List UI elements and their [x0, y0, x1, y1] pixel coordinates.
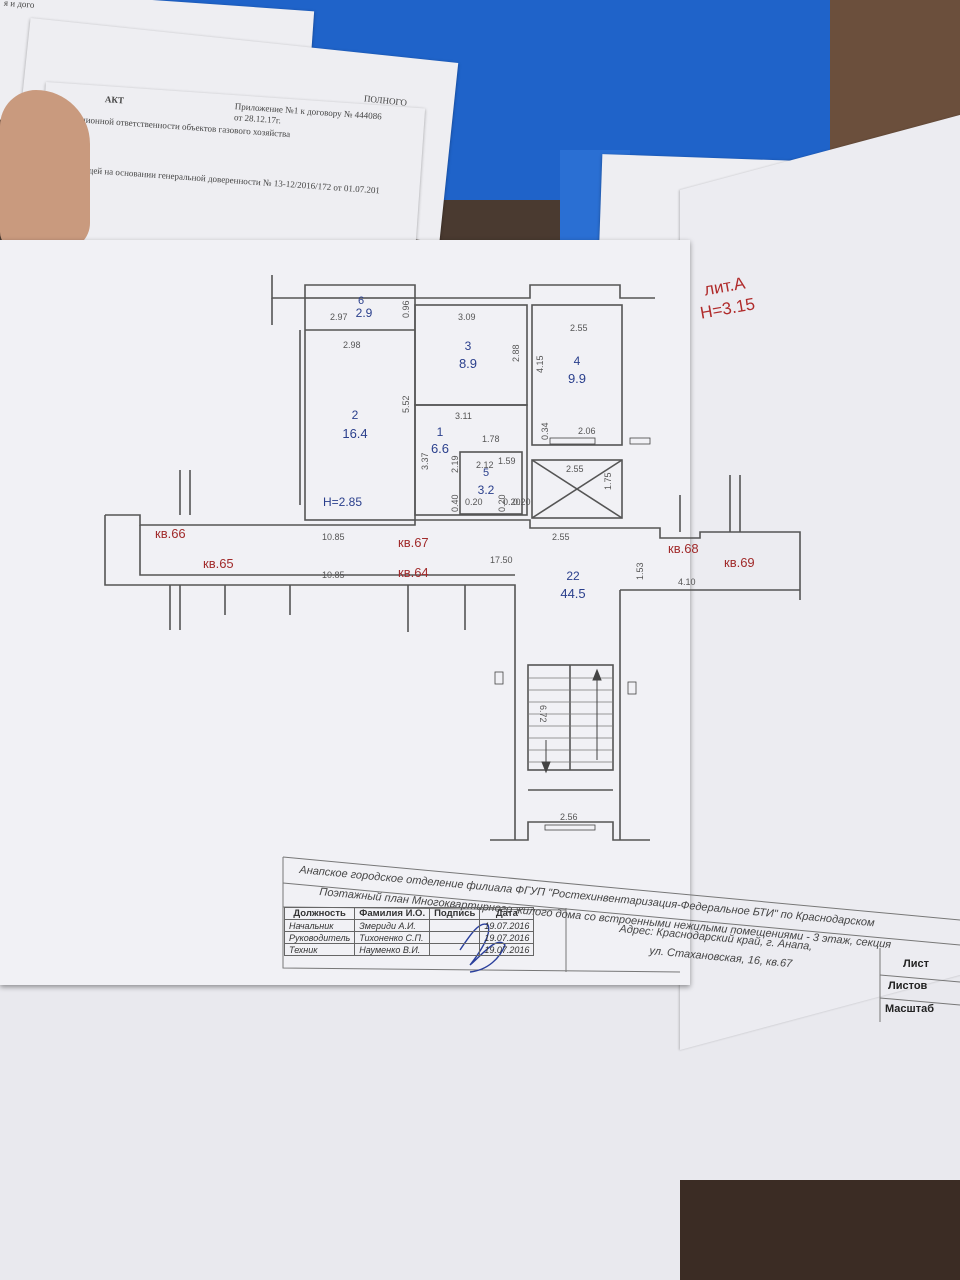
room-4-number: 4: [574, 354, 581, 368]
dim-label: 0.40: [450, 494, 460, 512]
position-cell: Техник: [283, 943, 356, 956]
signature-cell: [429, 943, 481, 956]
position-cell: Руководитель: [283, 931, 356, 944]
room-5-number: 5: [483, 467, 489, 479]
apartment-label: кв.66: [155, 526, 186, 541]
dim-label: 0.20: [513, 497, 531, 507]
col-header: Подпись: [429, 907, 481, 920]
room-height-label: Н=2.85: [323, 495, 362, 509]
room-1-area: 6.6: [431, 441, 449, 456]
date-cell: 19.07.2016: [479, 919, 535, 932]
dim-label: 0.20: [503, 497, 521, 507]
dim-label: 0.96: [401, 300, 411, 318]
dim-label: 2.19: [450, 455, 460, 473]
apartment-label: кв.64: [398, 565, 429, 580]
room-22-area: 44.5: [560, 586, 585, 601]
table-row: Руководитель Тихоненко С.П. 19.07.2016: [283, 931, 535, 944]
dim-label: 0.20: [497, 494, 507, 512]
dim-label: 2.06: [578, 426, 596, 436]
room-5-area: 3.2: [478, 483, 495, 497]
signatures-table: Должность Фамилия И.О. Подпись Дата Нача…: [283, 907, 535, 956]
dim-label: 10.85: [322, 532, 345, 542]
dim-label: 2.98: [343, 340, 361, 350]
dim-label: 0.20: [465, 497, 483, 507]
room-3-area: 8.9: [459, 356, 477, 371]
room-2-number: 2: [352, 408, 359, 422]
room-6-area: 2.9: [356, 306, 373, 320]
table-row: Начальник Змериди А.И. 19.07.2016: [283, 919, 535, 932]
table-corner: [680, 1180, 960, 1280]
sheet-label: Лист: [903, 958, 929, 970]
name-cell: Науменко В.И.: [354, 943, 431, 956]
stair-arrow-up-icon: [592, 668, 602, 760]
window-marks: [494, 437, 651, 831]
plan-sheet: [0, 240, 690, 985]
room-6-number: 6: [358, 295, 364, 307]
apartment-label: кв.65: [203, 556, 234, 571]
apartment-label: кв.67: [398, 535, 429, 550]
dim-label: 4.15: [535, 355, 545, 373]
dim-label: 3.11: [455, 411, 472, 421]
table-row: Техник Науменко В.И. 19.07.2016: [283, 943, 535, 956]
apartment-label: кв.68: [668, 541, 699, 556]
signature-cell: [429, 919, 481, 932]
dim-label: 2.55: [552, 532, 570, 542]
apartment-label: кв.69: [724, 555, 755, 570]
position-cell: Начальник: [283, 919, 356, 932]
col-header: Дата: [479, 907, 535, 920]
dim-label: 2.55: [566, 464, 584, 474]
room-22-number: 22: [566, 569, 580, 583]
dim-label: 2.97: [330, 312, 348, 322]
col-header: Должность: [283, 907, 356, 920]
room-1-number: 1: [437, 425, 444, 439]
signatures-header-row: Должность Фамилия И.О. Подпись Дата: [283, 907, 535, 920]
room-3-number: 3: [465, 339, 472, 353]
dim-label: 2.12: [476, 460, 494, 470]
dim-label: 0.34: [540, 422, 550, 440]
plan-walls: [104, 275, 801, 841]
dim-label: 5.52: [401, 395, 411, 413]
scale-label: Масштаб: [885, 1003, 935, 1015]
dim-label: 17.50: [490, 555, 513, 565]
dim-label: 1.75: [603, 472, 613, 490]
room-2-area: 16.4: [342, 426, 367, 441]
name-cell: Тихоненко С.П.: [354, 931, 431, 944]
dim-label: 4.10: [678, 577, 696, 587]
dim-label: 1.59: [498, 456, 516, 466]
dim-label: 2.88: [511, 344, 521, 362]
dim-label: 3.37: [420, 452, 430, 470]
col-header: Фамилия И.О.: [354, 907, 431, 920]
dim-label: 10.85: [322, 570, 345, 580]
dim-label: 2.55: [570, 323, 588, 333]
sheets-count-label: Листов: [888, 980, 928, 992]
dim-label: 2.56: [560, 812, 578, 822]
stair-arrow-down-icon: [541, 740, 551, 774]
hand: [0, 90, 90, 250]
dim-label: 1.53: [635, 562, 645, 580]
date-cell: 19.07.2016: [479, 931, 535, 944]
dim-label: 6.72: [538, 705, 548, 723]
date-cell: 19.07.2016: [479, 943, 535, 956]
signature-cell: [429, 931, 481, 944]
room-4-area: 9.9: [568, 371, 586, 386]
dim-label: 3.09: [458, 312, 476, 322]
name-cell: Змериди А.И.: [354, 919, 431, 932]
dim-label: 1.78: [482, 434, 500, 444]
